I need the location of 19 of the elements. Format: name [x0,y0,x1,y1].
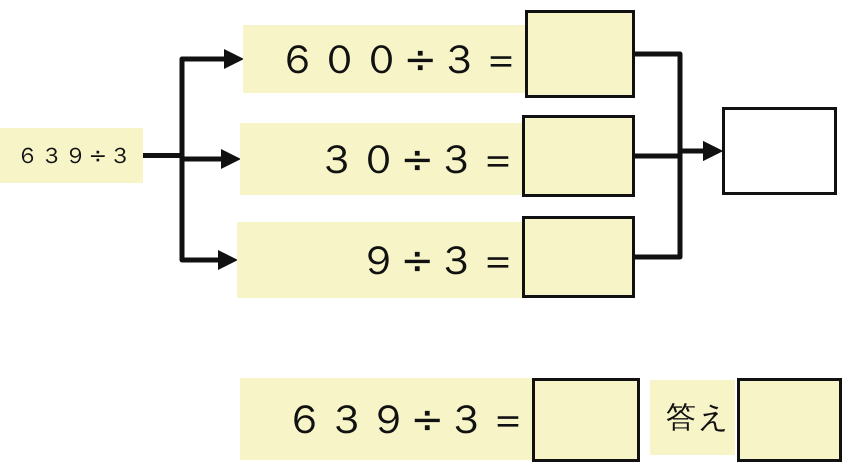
equation-band [237,222,522,298]
equation-text: ６３９÷３＝ [284,396,530,444]
arrow [635,141,723,260]
equation-band [243,25,525,93]
equation-text: ６００÷３＝ [277,36,523,84]
answer-box [722,107,837,195]
equation-text: 答え [666,399,731,437]
equation-text: ３０÷３＝ [316,136,520,184]
equation-band [0,128,143,183]
answer-box [522,216,635,298]
answer-box [525,10,635,98]
equation-text: ６３９÷３ [16,142,133,170]
answer-box [532,378,640,462]
equation-band [650,380,735,455]
equation-band [240,378,532,460]
answer-box [522,115,635,197]
equation-band [240,123,522,195]
answer-box [737,378,842,462]
equation-text: ９÷３＝ [358,236,520,286]
